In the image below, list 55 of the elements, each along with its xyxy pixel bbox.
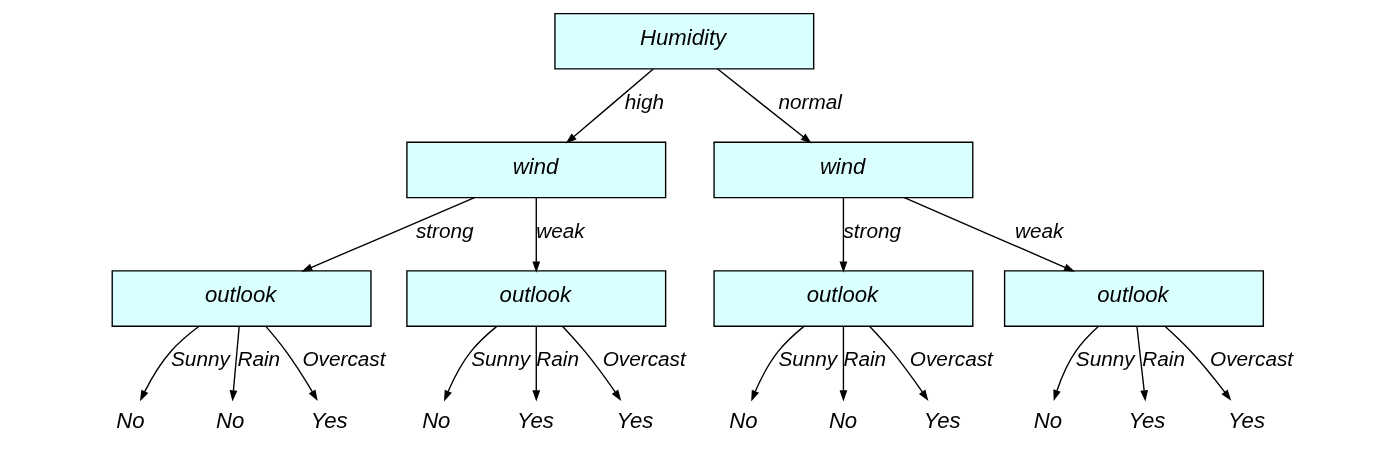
edge-label: weak	[1014, 218, 1064, 242]
arrow	[532, 197, 541, 273]
arrow	[565, 68, 654, 144]
edge-label: weak	[536, 218, 585, 242]
node-box: outlook	[713, 270, 974, 327]
node-text: No	[729, 408, 758, 434]
arrow	[869, 325, 929, 401]
edge-label: normal	[778, 90, 842, 114]
node-box: outlook	[111, 270, 372, 327]
node-text: No	[215, 408, 245, 434]
edge-label: Rain	[843, 347, 887, 371]
arrow	[139, 325, 200, 402]
node-text: No	[116, 408, 145, 434]
node-text: No	[1033, 408, 1062, 434]
node-text: No	[422, 408, 451, 434]
node-text: No	[828, 408, 858, 434]
arrow	[229, 326, 240, 402]
node-text: Yes	[310, 408, 348, 434]
edge-label: Sunny	[171, 347, 230, 371]
arrow	[1164, 326, 1232, 401]
arrow	[301, 197, 476, 272]
edge-label: Overcast	[302, 347, 386, 371]
arrow	[903, 197, 1076, 272]
edge-label: strong	[843, 218, 902, 242]
arrow	[265, 325, 318, 401]
arrow	[751, 325, 805, 402]
arrow	[1136, 326, 1148, 402]
node-box: Humidity	[554, 12, 815, 70]
node-text: Yes	[616, 408, 654, 434]
edge-label: Overcast	[602, 347, 686, 371]
node-text: Yes	[1228, 408, 1265, 434]
node-text: Yes	[923, 408, 961, 434]
edge-label: Sunny	[471, 347, 531, 371]
node-box: outlook	[406, 270, 667, 327]
arrow	[561, 325, 622, 401]
arrow	[1053, 326, 1099, 402]
edge-label: Sunny	[778, 347, 838, 371]
arrow	[839, 326, 848, 402]
edge-label: Rain	[237, 347, 281, 371]
arrow	[444, 325, 498, 402]
arrow	[716, 68, 812, 144]
edge-label: strong	[415, 218, 474, 242]
edge-label: Rain	[536, 347, 579, 371]
edge-label: Rain	[1142, 347, 1185, 371]
node-box: wind	[406, 141, 667, 199]
node-box: outlook	[1003, 270, 1265, 327]
node-text: Yes	[1128, 408, 1166, 434]
edge-label: high	[624, 90, 665, 114]
node-text: Yes	[516, 408, 554, 434]
arrow	[532, 326, 541, 402]
edge-label: Overcast	[909, 347, 993, 371]
arrow	[839, 197, 848, 273]
edge-label: Overcast	[1210, 347, 1294, 371]
node-box: wind	[713, 141, 974, 199]
edge-label: Sunny	[1075, 347, 1135, 371]
